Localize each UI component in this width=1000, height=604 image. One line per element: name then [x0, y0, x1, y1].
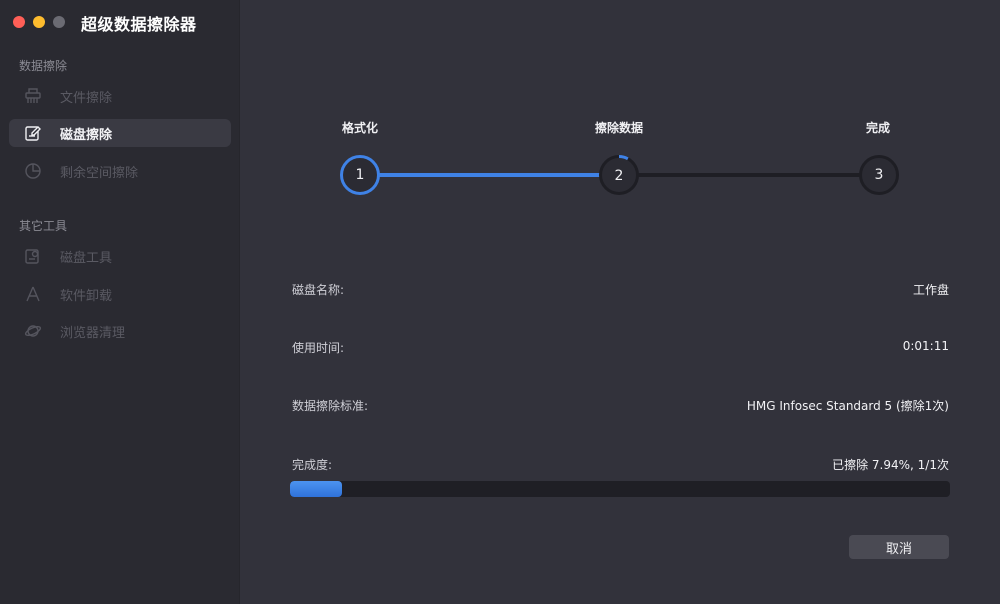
elapsed-time-label: 使用时间:: [292, 341, 345, 355]
progress-label: 完成度:: [292, 458, 333, 472]
disk-name-label: 磁盘名称:: [292, 283, 345, 297]
sidebar-item-label: 磁盘工具: [60, 250, 113, 266]
sidebar-item-free-space-erase[interactable]: 剩余空间擦除: [9, 157, 231, 185]
step-circle-1: 1: [340, 155, 380, 195]
sidebar-item-disk-erase[interactable]: 磁盘擦除: [9, 119, 231, 147]
erase-standard-value: HMG Infosec Standard 5 (擦除1次): [746, 399, 949, 413]
step-connector-2: [636, 173, 864, 177]
zoom-window-button[interactable]: [53, 16, 65, 28]
progress-bar: [290, 481, 950, 497]
app-title: 超级数据擦除器: [81, 15, 197, 34]
progress-bar-fill: [290, 481, 342, 497]
erase-standard-label: 数据擦除标准:: [292, 399, 369, 413]
window-controls: [13, 16, 65, 28]
sidebar-item-browser-clean[interactable]: 浏览器清理: [9, 317, 231, 345]
disk-name-value: 工作盘: [912, 283, 949, 297]
sidebar-item-label: 软件卸载: [60, 288, 113, 304]
sidebar: 数据擦除 文件擦除 磁盘擦除: [0, 0, 240, 604]
sidebar-item-label: 剩余空间擦除: [60, 165, 139, 181]
section-label-other-tools: 其它工具: [19, 219, 68, 233]
minimize-window-button[interactable]: [33, 16, 45, 28]
step-label-format: 格式化: [342, 121, 379, 135]
cancel-button[interactable]: 取消: [849, 535, 949, 559]
step-number-2: 2: [615, 168, 624, 184]
sidebar-item-label: 文件擦除: [60, 90, 113, 106]
sidebar-item-file-erase[interactable]: 文件擦除: [9, 82, 231, 110]
section-label-data-erase: 数据擦除: [19, 59, 68, 73]
elapsed-time-value: 0:01:11: [902, 339, 949, 353]
sidebar-item-app-uninstall[interactable]: 软件卸载: [9, 280, 231, 308]
progress-value: 已擦除 7.94%, 1/1次: [832, 458, 949, 472]
sidebar-item-label: 浏览器清理: [60, 325, 126, 341]
step-label-complete: 完成: [866, 121, 891, 135]
shredder-icon: [24, 87, 42, 105]
pie-chart-icon: [24, 162, 42, 180]
disk-edit-icon: [24, 124, 42, 142]
step-label-erase-data: 擦除数据: [595, 121, 644, 135]
planet-icon: [24, 322, 42, 340]
app-uninstall-icon: [24, 285, 42, 303]
step-circle-2: 2: [599, 155, 639, 195]
disk-tool-icon: [24, 247, 42, 265]
sidebar-item-label: 磁盘擦除: [60, 127, 113, 143]
step-circle-3: 3: [859, 155, 899, 195]
step-connector-1: [378, 173, 604, 177]
sidebar-item-disk-tools[interactable]: 磁盘工具: [9, 242, 231, 270]
close-window-button[interactable]: [13, 16, 25, 28]
